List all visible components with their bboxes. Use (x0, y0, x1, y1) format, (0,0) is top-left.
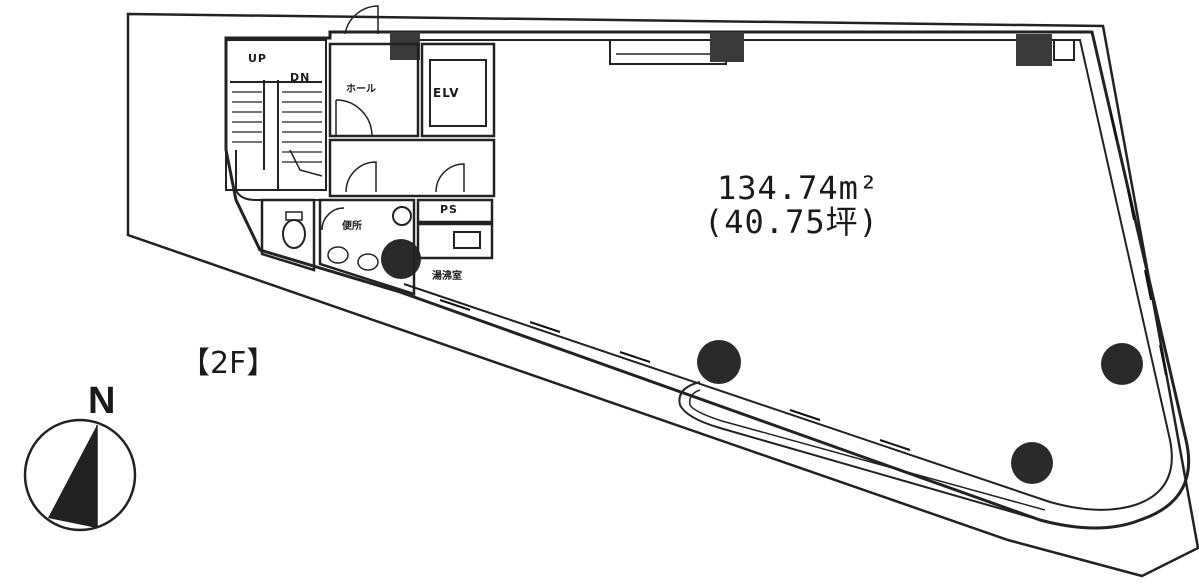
elevator-shaft (420, 42, 496, 138)
hall-label: ホール (346, 84, 376, 95)
north-compass (23, 418, 137, 532)
structural-columns (390, 32, 1052, 66)
north-label: N (88, 380, 116, 422)
east-wall-windows (1109, 109, 1167, 376)
elevator-label: ELV (433, 86, 460, 100)
compass-needle (48, 425, 97, 528)
south-wall-windows (439, 299, 911, 451)
floor-area-sqm: 134.74m² (717, 169, 880, 207)
building-outer-wall (224, 30, 1191, 530)
hall-room (328, 42, 420, 138)
building-inner-wall (398, 39, 1173, 511)
floor-area-tsubo: (40.75坪) (704, 203, 879, 241)
stair-down-label: DN (290, 71, 311, 84)
utility-block (328, 138, 496, 260)
pipe-shaft-label: PS (440, 203, 458, 216)
top-window (609, 39, 727, 65)
toilet-rooms (260, 198, 416, 296)
site-boundary (126, 12, 1199, 578)
stair-core (225, 39, 327, 201)
balcony-rail (678, 381, 1041, 521)
floor-level-label: 【2F】 (180, 346, 277, 381)
kitchenette-label: 湯沸室 (432, 271, 462, 282)
round-columns (381, 239, 1143, 484)
stair-up-label: UP (248, 52, 267, 65)
toilet-label: 便所 (342, 221, 362, 232)
